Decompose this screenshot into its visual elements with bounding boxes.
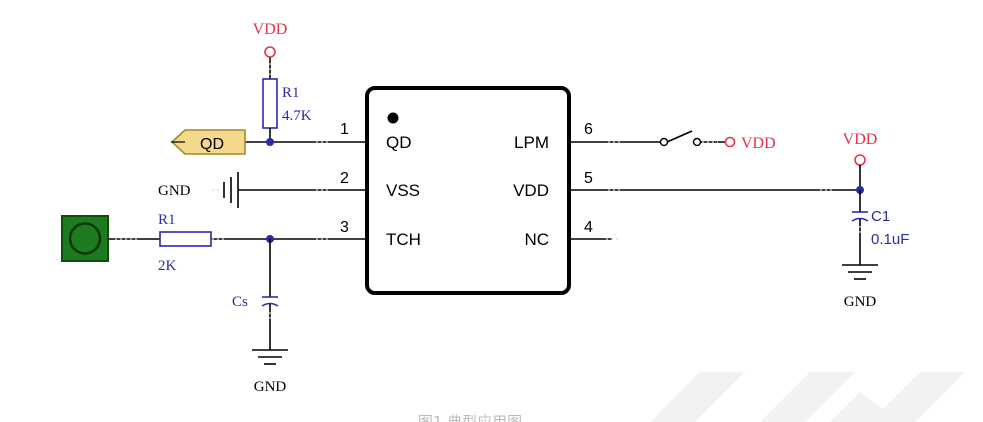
touch-capacitor-ref: Cs <box>232 294 248 310</box>
touch-pad[interactable] <box>61 215 160 262</box>
ic-pin-number-2: 2 <box>340 170 349 187</box>
vdd-symbol-top <box>264 46 276 58</box>
ic-pin-number-3: 3 <box>340 219 349 236</box>
ic-pin-number-6: 6 <box>584 121 593 138</box>
ground-symbol-c1 <box>842 264 878 280</box>
vdd-symbol-right <box>854 154 866 190</box>
ic-pin-name-1: QD <box>386 133 412 152</box>
series-resistor-ref: R1 <box>158 212 176 228</box>
cs-gnd-label: GND <box>254 379 287 395</box>
qd-net-label: QD <box>200 136 224 153</box>
qd-net-port[interactable] <box>170 129 246 155</box>
pullup-resistor-ref: R1 <box>282 85 300 101</box>
vss-ground-symbol <box>212 172 239 208</box>
ic-pin-name-4: NC <box>524 230 549 249</box>
figure-caption: 图1 典型应用图 <box>418 413 522 422</box>
touch-capacitor <box>261 235 279 350</box>
vdd-label-right: VDD <box>843 131 878 148</box>
series-resistor <box>159 231 212 247</box>
decoupling-capacitor-ref: C1 <box>871 208 890 225</box>
watermark <box>650 372 965 422</box>
ic-pin-number-4: 4 <box>584 219 593 236</box>
ic-pin-name-6: LPM <box>514 133 549 152</box>
pin1-marker <box>387 112 399 124</box>
ic-pin-name-5: VDD <box>513 181 549 200</box>
pullup-resistor <box>262 57 278 146</box>
lpm-switch[interactable] <box>659 130 736 148</box>
vss-gnd-label: GND <box>158 183 191 199</box>
decoupling-capacitor <box>851 186 869 265</box>
ic-pin-number-5: 5 <box>584 170 593 187</box>
vdd-label-top: VDD <box>253 21 288 38</box>
ground-symbol-cs <box>252 349 288 365</box>
ic-pin-number-1: 1 <box>340 121 349 138</box>
series-resistor-value: 2K <box>158 258 177 274</box>
pullup-resistor-value: 4.7K <box>282 108 312 124</box>
ic-pin-name-2: VSS <box>386 181 420 200</box>
c1-gnd-label: GND <box>844 294 877 310</box>
vdd-label-switch: VDD <box>741 135 776 152</box>
ic-pin-name-3: TCH <box>386 230 421 249</box>
decoupling-capacitor-value: 0.1uF <box>871 231 909 248</box>
